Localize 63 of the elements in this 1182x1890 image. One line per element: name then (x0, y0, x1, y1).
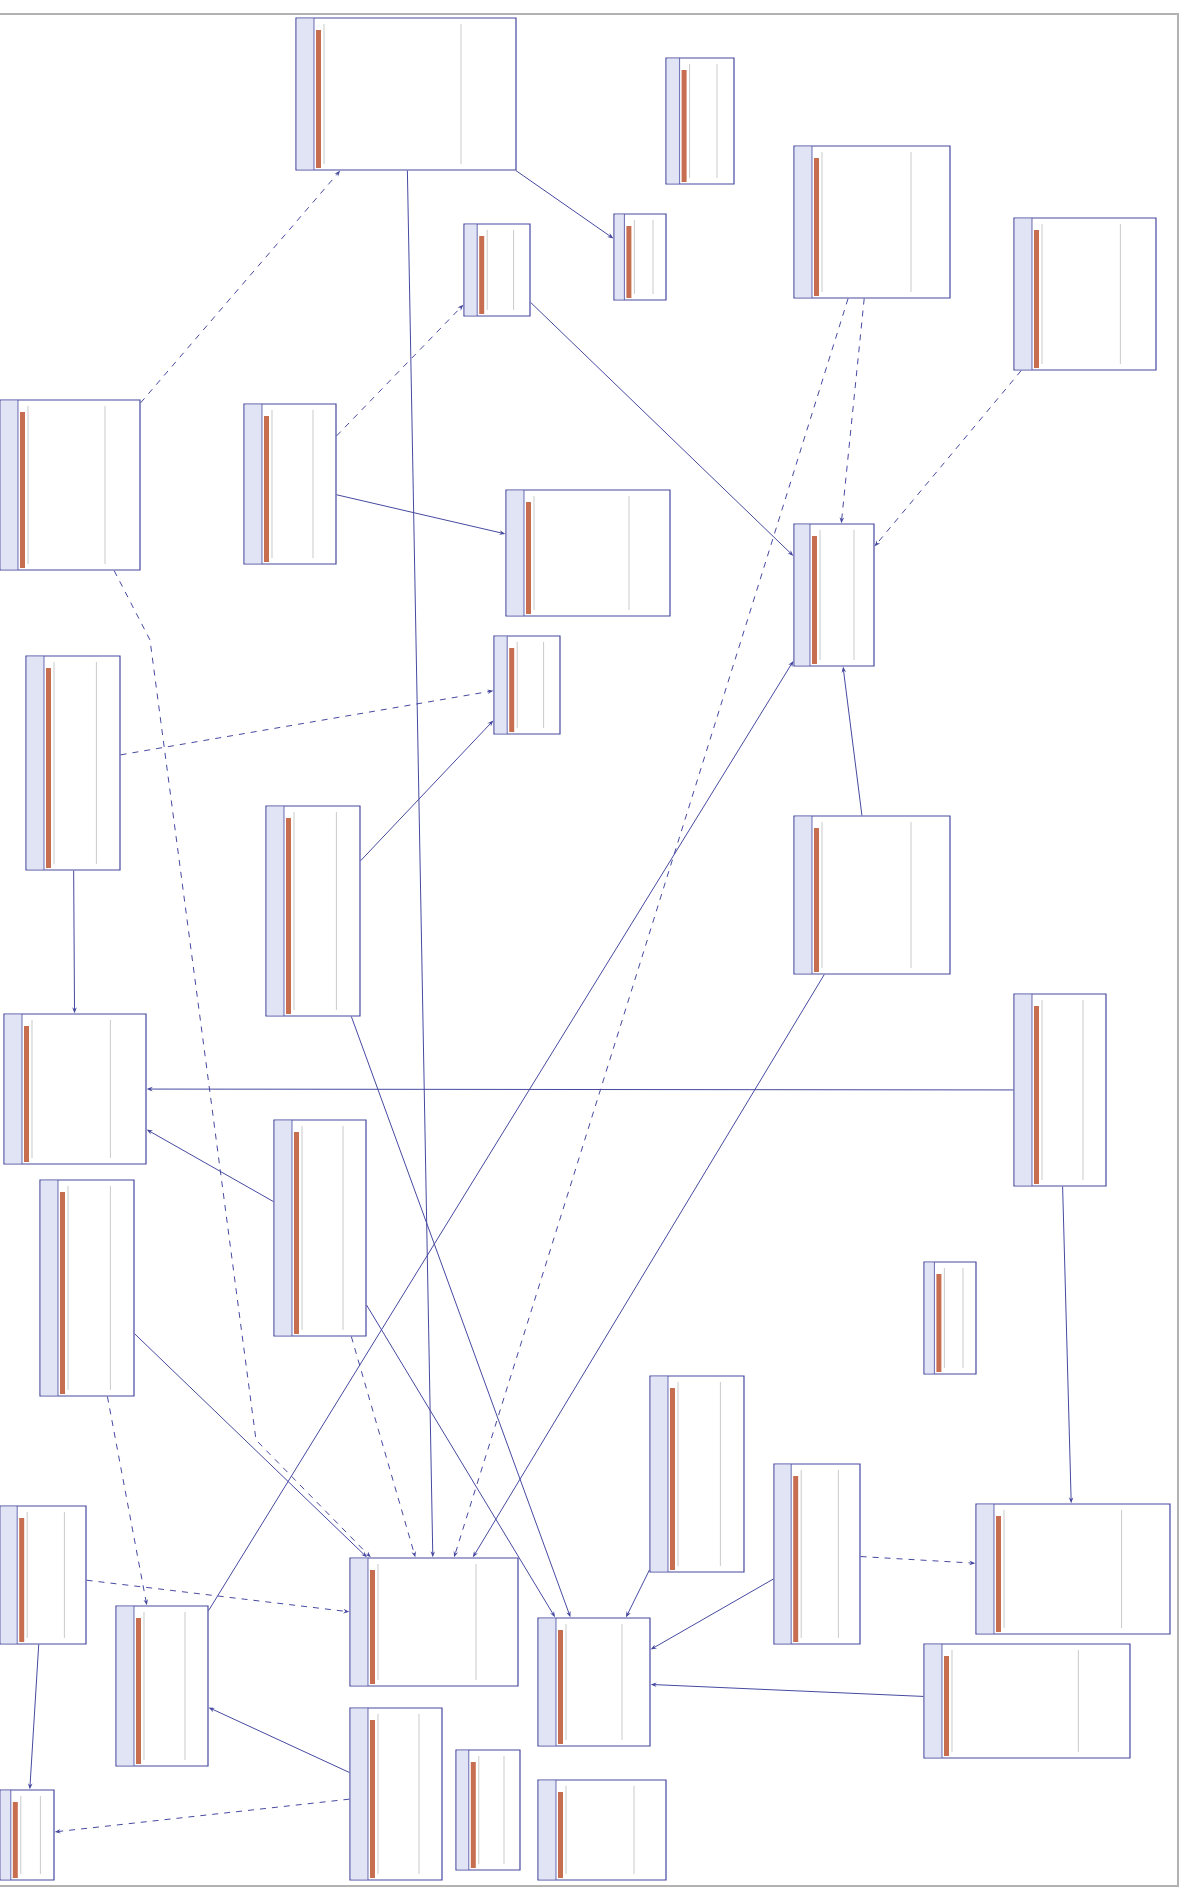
table-box (537, 1617, 651, 1747)
relation-arrow (860, 1556, 975, 1565)
table-box (665, 57, 735, 185)
table-box (265, 805, 361, 1017)
relation-arrow (208, 661, 794, 1612)
relation-arrow (1062, 1186, 1073, 1503)
table-box (295, 17, 517, 171)
table-box (0, 1505, 87, 1645)
relation-arrow (350, 1336, 416, 1557)
relation-arrow (515, 170, 613, 239)
relation-arrow (28, 1644, 40, 1789)
relation-arrow (147, 1087, 1014, 1091)
table-box (25, 655, 121, 871)
table-box (0, 1789, 55, 1881)
table-box (3, 1013, 147, 1165)
table-box (463, 223, 531, 317)
relation-arrow (336, 494, 505, 535)
relation-arrow (147, 1129, 274, 1203)
relation-arrow (651, 1683, 924, 1697)
table-box (793, 523, 875, 667)
relation-arrow (55, 1798, 350, 1834)
relation-arrow (350, 1016, 571, 1617)
relation-arrow (140, 171, 340, 404)
relation-arrow (360, 721, 493, 862)
table-box (649, 1375, 745, 1573)
relation-arrow (366, 1304, 555, 1617)
table-box (923, 1643, 1131, 1759)
table-box (243, 403, 337, 565)
relation-arrow (651, 1578, 774, 1650)
table-box (793, 145, 951, 299)
table-box (1013, 217, 1157, 371)
table-box (349, 1557, 519, 1687)
table-box (455, 1749, 521, 1871)
relation-arrow (336, 305, 463, 437)
table-box (505, 489, 671, 617)
relation-arrow (406, 170, 435, 1557)
relation-arrow (106, 1396, 148, 1605)
relation-arrow (875, 370, 1022, 546)
relation-arrow (134, 1333, 367, 1557)
table-box (493, 635, 561, 735)
table-box (773, 1463, 861, 1645)
relation-arrow (626, 1569, 650, 1617)
table-box (793, 815, 951, 975)
relation-arrow (113, 570, 371, 1557)
table-box (349, 1707, 443, 1881)
relation-arrow (473, 974, 825, 1557)
table-box (613, 213, 667, 301)
table-box (0, 399, 141, 571)
relation-arrow (840, 298, 865, 523)
relation-arrow (72, 870, 77, 1013)
relation-arrow (120, 689, 493, 756)
relation-arrow (453, 298, 849, 1557)
relation-arrow (530, 301, 793, 556)
table-box (1013, 993, 1107, 1187)
relation-arrow (86, 1579, 349, 1613)
relation-arrow (209, 1707, 350, 1773)
table-box (39, 1179, 135, 1397)
table-box (115, 1605, 209, 1767)
table-box (923, 1261, 977, 1375)
relation-arrow (842, 667, 863, 816)
table-box (975, 1503, 1171, 1635)
table-box (273, 1119, 367, 1337)
table-box (537, 1779, 667, 1881)
